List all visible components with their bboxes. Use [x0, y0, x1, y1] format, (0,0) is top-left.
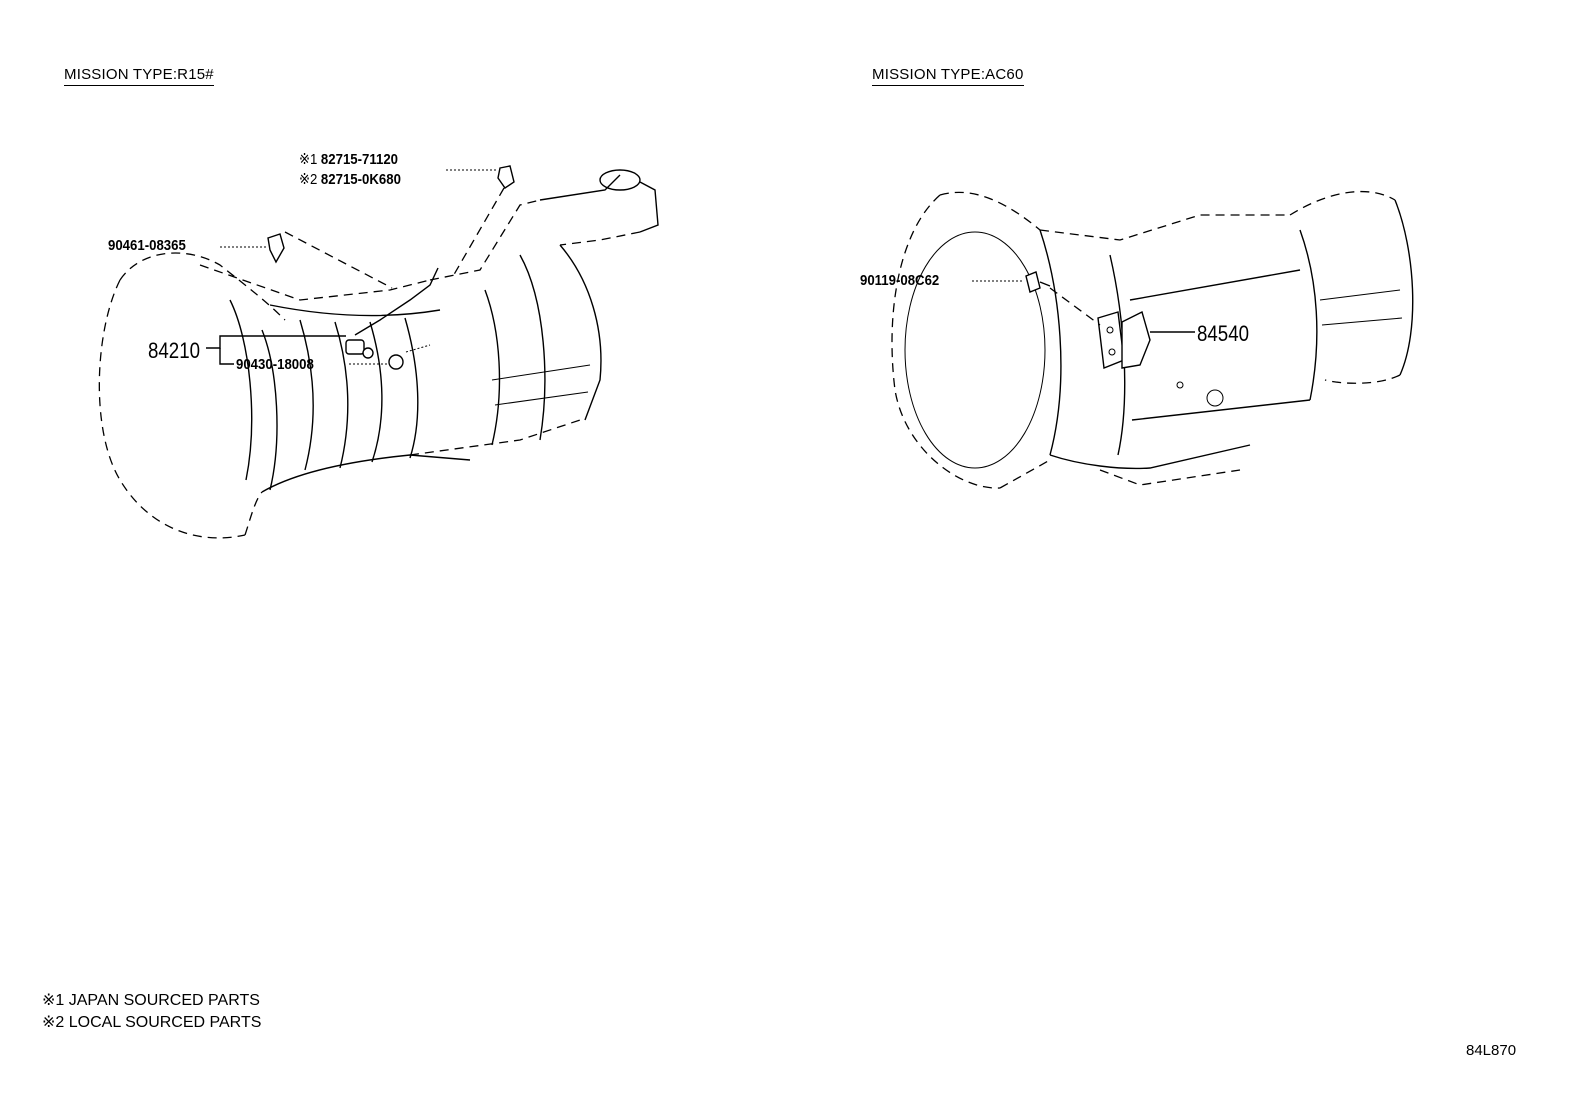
mission-type-ac60-title: MISSION TYPE:AC60: [872, 66, 1024, 86]
manual-transmission-drawing: [98, 165, 659, 539]
automatic-transmission-drawing: [891, 190, 1414, 489]
part-90119-08c62-label[interactable]: 90119-08C62: [860, 272, 940, 289]
part-90461-08365-label[interactable]: 90461-08365: [108, 237, 186, 254]
part-84540-label[interactable]: 84540: [1197, 321, 1250, 346]
japan-sourced-mark: ※1: [299, 151, 318, 168]
part-number: 82715-0K680: [320, 171, 401, 188]
legend-japan-sourced: ※1 JAPAN SOURCED PARTS: [42, 992, 260, 1009]
part-84210-label[interactable]: 84210: [148, 338, 201, 363]
local-sourced-mark: ※2: [299, 171, 318, 188]
part-number: 82715-71120: [320, 151, 399, 168]
part-90430-18008-label[interactable]: 90430-18008: [236, 356, 314, 373]
legend-local-sourced: ※2 LOCAL SOURCED PARTS: [42, 1014, 262, 1031]
diagram-code: 84L870: [1466, 1042, 1517, 1059]
mission-type-r15-title: MISSION TYPE:R15#: [64, 66, 214, 86]
